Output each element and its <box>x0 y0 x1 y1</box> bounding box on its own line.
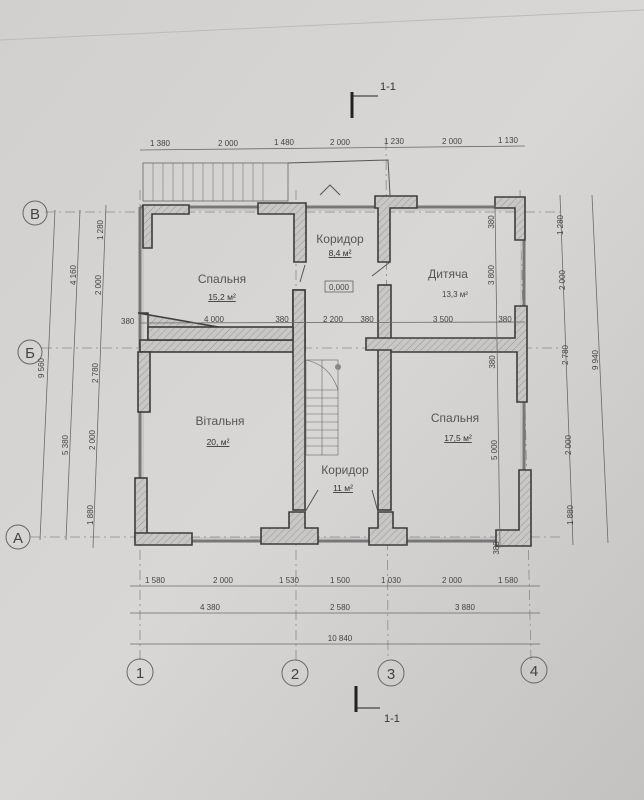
room-labels: Спальня 15,2 м² Коридор 8,4 м² 0,000 Дит… <box>195 232 479 493</box>
axis-label: Б <box>25 345 35 362</box>
dim-label: 1 480 <box>274 138 295 147</box>
dim-label: 2 000 <box>213 576 234 585</box>
dim-label: 9 560 <box>37 357 46 378</box>
dim-label: 3 800 <box>487 264 496 285</box>
axis-label: 1 <box>136 665 144 682</box>
room-name-kids: Дитяча <box>428 267 468 281</box>
dim-label: 2 000 <box>88 429 97 450</box>
axis-label: В <box>30 206 40 223</box>
floor-level-mark: 0,000 <box>329 283 350 292</box>
dim-label: 1 580 <box>145 576 166 585</box>
room-area-bedroom-bottom: 17,5 м² <box>444 433 472 443</box>
room-name-corridor-bottom: Коридор <box>321 463 369 477</box>
room-area-kids: 13,3 м² <box>442 290 468 299</box>
dim-label: 380 <box>487 215 496 229</box>
dim-label: 10 840 <box>328 634 353 643</box>
dim-label: 1 230 <box>384 137 405 146</box>
dim-label: 2 000 <box>564 434 573 455</box>
room-name-corridor-top: Коридор <box>316 232 364 246</box>
dim-label: 2 780 <box>91 362 100 383</box>
room-name-bedroom-bottom: Спальня <box>431 411 479 425</box>
axis-label: А <box>13 530 23 547</box>
page-edge <box>0 9 644 41</box>
section-mark-bottom: 1-1 <box>354 686 400 725</box>
row-axis-markers: В Б А <box>5 200 48 550</box>
dim-label: 380 <box>488 355 497 369</box>
dim-label: 380 <box>121 317 135 326</box>
dim-label: 1 880 <box>86 504 95 525</box>
dim-label: 1 530 <box>279 576 300 585</box>
dim-label: 9 940 <box>591 349 600 370</box>
dimension-left: 9 560 4 160 5 380 1 280 2 000 2 780 2 00… <box>37 204 107 549</box>
column-axis-markers: 1 2 3 4 <box>126 656 548 687</box>
dim-label: 1 030 <box>381 576 402 585</box>
dim-label: 380 <box>492 541 501 555</box>
dim-label: 380 <box>360 315 374 324</box>
dim-label: 2 000 <box>558 269 567 290</box>
dim-label: 2 780 <box>561 344 570 365</box>
dim-label: 2 000 <box>442 137 463 146</box>
dim-label: 4 380 <box>200 603 221 612</box>
dim-label: 1 580 <box>498 576 519 585</box>
dim-label: 3 500 <box>433 315 454 324</box>
dim-label: 1 500 <box>330 576 351 585</box>
dim-label: 1 380 <box>150 139 171 148</box>
dim-label: 2 000 <box>330 138 351 147</box>
walls <box>134 184 532 547</box>
room-area-bedroom-top: 15,2 м² <box>208 292 236 302</box>
dim-label: 3 880 <box>455 603 476 612</box>
dim-label: 2 000 <box>94 274 103 295</box>
dimension-room-right: 380 3 800 380 5 000 380 <box>487 204 501 555</box>
dim-label: 5 000 <box>490 439 499 460</box>
dim-label: 2 200 <box>323 315 344 324</box>
dim-label: 2 000 <box>218 139 239 148</box>
axis-label: 2 <box>291 666 299 683</box>
dim-label: 2 580 <box>330 603 351 612</box>
room-name-bedroom-top: Спальня <box>198 272 246 286</box>
porch-stairs <box>142 159 391 202</box>
dimension-middle: 380 4 000 380 2 200 380 3 500 380 <box>121 315 526 326</box>
axis-label: 4 <box>530 663 538 680</box>
room-name-living: Вітальня <box>195 414 244 428</box>
dim-label: 2 000 <box>442 576 463 585</box>
dim-label: 1 130 <box>498 136 519 145</box>
axis-label: 3 <box>387 666 395 683</box>
room-area-corridor-top: 8,4 м² <box>329 248 352 258</box>
section-label-bottom: 1-1 <box>384 713 400 725</box>
section-mark-top: 1-1 <box>350 81 396 118</box>
dimension-top: 1 380 2 000 1 480 2 000 1 230 2 000 1 13… <box>139 136 526 151</box>
section-label-top: 1-1 <box>380 81 396 93</box>
dim-label: 380 <box>498 315 512 324</box>
dim-label: 1 280 <box>556 214 565 235</box>
dim-label: 1 880 <box>566 504 575 525</box>
dim-label: 4 000 <box>204 315 225 324</box>
dimension-bottom: 1 580 2 000 1 530 1 500 1 030 2 000 1 58… <box>130 576 540 645</box>
dim-label: 5 380 <box>61 434 70 455</box>
room-area-living: 20, м² <box>207 437 230 447</box>
dimension-right: 1 280 2 000 2 780 2 000 1 880 9 940 <box>556 194 609 546</box>
dim-label: 1 280 <box>96 219 105 240</box>
dim-label: 380 <box>275 315 289 324</box>
room-area-corridor-bottom: 11 м² <box>333 483 353 493</box>
dim-label: 4 160 <box>69 264 78 285</box>
